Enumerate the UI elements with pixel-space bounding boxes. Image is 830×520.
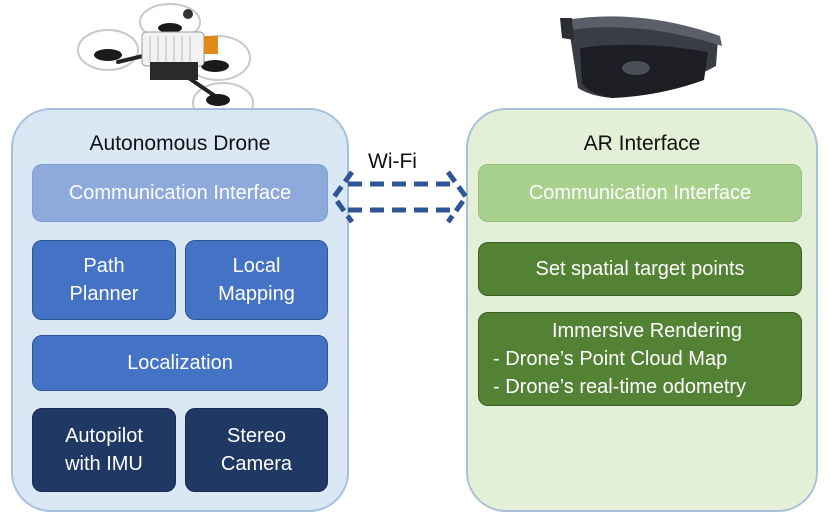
rendering-item-odometry: - Drone’s real-time odometry xyxy=(493,376,747,398)
stereo-camera-line-2: Camera xyxy=(220,453,293,475)
local-mapping-line-2: Mapping xyxy=(218,283,295,305)
path-planner-box: Path Planner xyxy=(32,240,176,320)
immersive-rendering-title: Immersive Rendering xyxy=(551,320,743,342)
ar-panel-title: AR Interface xyxy=(583,132,701,155)
spatial-targets-box: Set spatial target points xyxy=(478,242,802,296)
local-mapping-line-1: Local xyxy=(232,255,281,277)
autopilot-box: Autopilot with IMU xyxy=(32,408,176,492)
drone-communication-interface: Communication Interface xyxy=(32,164,328,222)
stereo-camera-line-1: Stereo xyxy=(227,425,286,447)
wifi-label: Wi-Fi xyxy=(368,150,417,173)
ar-communication-interface: Communication Interface xyxy=(478,164,802,222)
path-planner-line-2: Planner xyxy=(69,283,139,305)
immersive-rendering-box: Immersive Rendering - Drone’s Point Clou… xyxy=(478,312,802,406)
rendering-item-point-cloud: - Drone’s Point Cloud Map xyxy=(493,348,728,370)
stereo-camera-box: Stereo Camera xyxy=(185,408,328,492)
localization-box: Localization xyxy=(32,335,328,391)
path-planner-line-1: Path xyxy=(83,255,125,277)
autopilot-line-1: Autopilot xyxy=(65,425,143,447)
drone-panel-title: Autonomous Drone xyxy=(89,132,271,155)
local-mapping-box: Local Mapping xyxy=(185,240,328,320)
autopilot-line-2: with IMU xyxy=(65,453,143,475)
